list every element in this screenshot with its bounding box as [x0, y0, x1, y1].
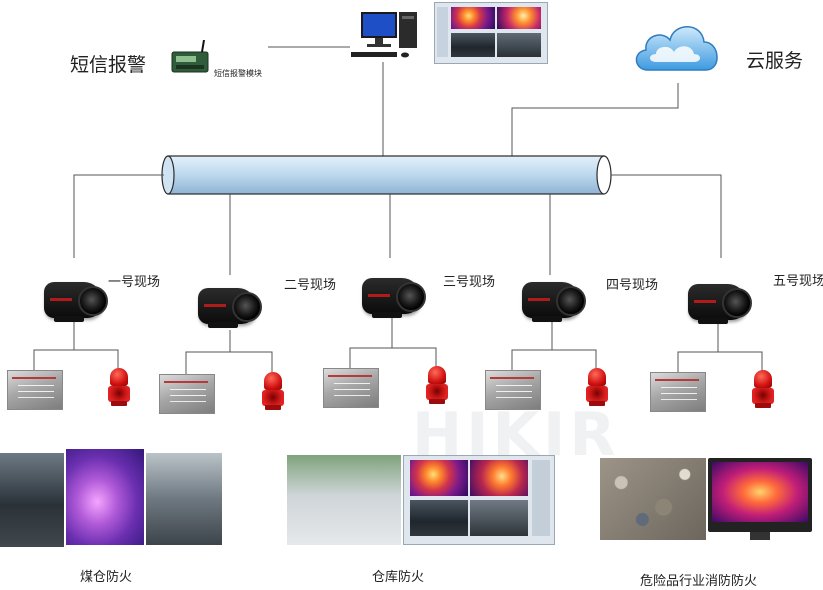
site-5-photo [650, 372, 706, 412]
site-4-alarm-light-icon [585, 368, 609, 406]
site-3-label: 三号现场 [443, 275, 496, 290]
monitor-software-icon [434, 2, 548, 64]
warehouse-images [287, 455, 555, 545]
site-5-branch-line [611, 174, 722, 258]
site-3-alarm-light-icon [425, 366, 449, 404]
site-2-photo [159, 374, 215, 414]
site-4-label: 四号现场 [606, 278, 659, 293]
computer-icon [345, 8, 425, 64]
site-3-photo [323, 368, 379, 408]
cloud-icon [630, 14, 724, 82]
sms-module-icon [170, 39, 212, 73]
coal-bunker-label: 煤仓防火 [80, 570, 133, 585]
site-3-thermal-camera-icon [362, 272, 426, 318]
site-5-label: 五号现场 [773, 274, 823, 289]
sms-alarm-label: 短信报警 [70, 54, 147, 76]
site-1-alarm-light-icon [107, 368, 131, 406]
site-1-branch-line [73, 174, 164, 258]
warehouse-label: 仓库防火 [372, 570, 425, 585]
site-2-label: 二号现场 [284, 278, 337, 293]
site-1-photo [7, 370, 63, 410]
site-2-alarm-light-icon [261, 372, 285, 410]
site-4-photo [485, 370, 541, 410]
site-4-thermal-camera-icon [522, 276, 586, 322]
hazardous-materials-label: 危险品行业消防防火 [640, 574, 758, 589]
site-1-thermal-camera-icon [44, 276, 108, 322]
hazardous-materials-images [600, 458, 812, 540]
device-forks [33, 318, 763, 376]
cloud-link-line [511, 83, 679, 158]
cloud-label: 云服务 [746, 50, 804, 72]
site-2-thermal-camera-icon [198, 282, 262, 328]
coal-bunker-images [0, 449, 224, 547]
sms-module-label: 短信报警模块 [214, 69, 262, 78]
site-5-alarm-light-icon [751, 370, 775, 408]
network-backbone-pipe [161, 155, 612, 195]
site-5-thermal-camera-icon [688, 278, 752, 324]
site-1-label: 一号现场 [108, 275, 161, 290]
